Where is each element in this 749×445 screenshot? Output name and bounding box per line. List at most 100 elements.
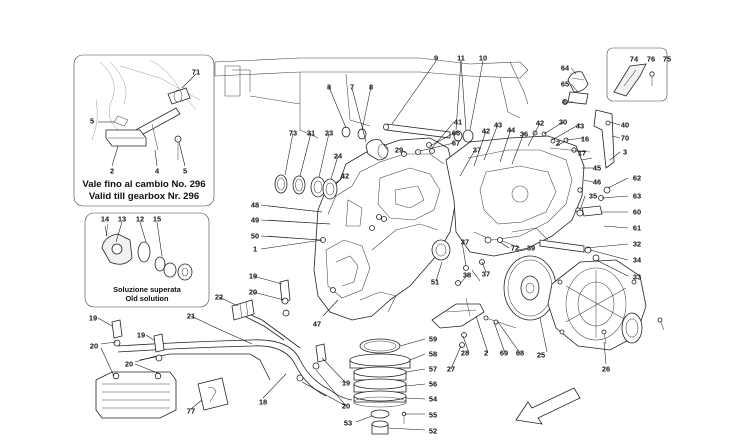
inset-bracket-drawing (613, 63, 655, 97)
callout-2-top: 2 (556, 139, 560, 148)
callout-36: 36 (520, 130, 528, 139)
bushes-11-10 (453, 129, 474, 143)
callout-66: 66 (452, 129, 460, 138)
callout-20-left: 20 (90, 342, 98, 351)
callout-29: 29 (395, 146, 403, 155)
bracket-70 (593, 109, 615, 169)
callout-20-right: 20 (342, 402, 350, 411)
callout-67: 67 (452, 139, 460, 148)
callout-8-right: 8 (369, 83, 373, 92)
gear-housing (445, 135, 585, 271)
callout-77: 77 (187, 407, 195, 416)
callout-53: 53 (344, 419, 352, 428)
callout-54: 54 (429, 395, 438, 404)
callout-41: 41 (454, 118, 462, 127)
callout-37-top: 37 (473, 146, 481, 155)
ring-8a (341, 126, 351, 138)
callout-16: 16 (581, 135, 589, 144)
callout-8-left: 8 (327, 83, 331, 92)
callout-50: 50 (251, 232, 259, 241)
callout-43-top: 43 (494, 121, 502, 130)
callout-19-mid: 19 (137, 331, 145, 340)
callout-34: 34 (633, 256, 642, 265)
callout-4: 4 (155, 167, 160, 176)
plugs-29-41-66-67 (401, 142, 435, 157)
callout-14: 14 (101, 215, 110, 224)
oil-tank-cap-64 (567, 71, 589, 93)
ring-gear-25 (503, 255, 557, 321)
note-old-solution-en: Old solution (125, 294, 169, 303)
callout-18: 18 (259, 398, 267, 407)
callout-40: 40 (621, 121, 629, 130)
clamp-22 (231, 299, 255, 321)
callout-51: 51 (431, 278, 439, 287)
inset-old-solution-drawing (101, 223, 193, 281)
callout-60: 60 (633, 208, 641, 217)
callout-19-right: 19 (342, 379, 350, 388)
callout-71: 71 (192, 68, 200, 77)
callout-6: 6 (563, 98, 567, 107)
rods-68-69 (483, 315, 517, 329)
callout-72: 72 (511, 244, 519, 253)
callout-47: 47 (313, 320, 321, 329)
callout-69: 69 (500, 349, 508, 358)
callout-19-top: 19 (249, 272, 257, 281)
oil-pipe-upper (139, 309, 301, 381)
callout-44: 44 (507, 126, 516, 135)
shaft-9 (383, 123, 451, 139)
callout-42-right: 42 (536, 119, 544, 128)
callout-46: 46 (593, 178, 601, 187)
callout-61: 61 (633, 224, 641, 233)
note-valid-until-en: Valid till gearbox Nr. 296 (89, 191, 199, 202)
callout-10: 10 (479, 54, 487, 63)
direction-arrow (515, 387, 581, 425)
fittings-19-20 (111, 279, 327, 382)
callout-5-right: 5 (183, 167, 187, 176)
note-valid-until-it: Vale fino al cambio No. 296 (82, 179, 205, 190)
callout-24: 24 (334, 152, 343, 161)
callout-43-right: 43 (576, 122, 584, 131)
callout-74: 74 (630, 55, 639, 64)
callout-33: 33 (633, 273, 641, 282)
callout-26: 26 (602, 365, 610, 374)
callout-9: 9 (434, 54, 438, 63)
callout-52: 52 (429, 427, 437, 436)
callout-23: 23 (325, 129, 333, 138)
seal-ring-26 (621, 312, 643, 344)
leader-lines (97, 60, 629, 431)
callout-20-mid: 20 (125, 360, 133, 369)
bolt-39-72 (479, 237, 521, 265)
callout-70: 70 (621, 134, 629, 143)
callout-2-inset: 2 (110, 167, 114, 176)
bolts-26 (601, 317, 665, 345)
note-old-solution-it: Soluzione superata (113, 285, 182, 294)
pins-27-28-38 (455, 280, 467, 348)
seal-ring-31 (292, 175, 306, 195)
callout-49: 49 (251, 216, 259, 225)
callout-55: 55 (429, 411, 437, 420)
callout-59: 59 (429, 335, 437, 344)
callout-57: 57 (429, 365, 437, 374)
gearbox-housing (313, 137, 457, 321)
callout-19-left: 19 (89, 314, 97, 323)
callout-5-left: 5 (90, 117, 94, 126)
callout-3: 3 (623, 148, 627, 157)
filter-stack (349, 338, 411, 435)
callout-39: 39 (527, 244, 535, 253)
callout-48: 48 (251, 201, 259, 210)
decal-77 (197, 377, 229, 411)
callout-30: 30 (559, 118, 567, 127)
callout-58: 58 (429, 350, 437, 359)
callout-22: 22 (215, 293, 223, 302)
callout-37-mid: 37 (461, 238, 469, 247)
callout-38: 38 (463, 271, 471, 280)
callout-11: 11 (457, 54, 465, 63)
inset-notes: Vale fino al cambio No. 296 Valid till g… (82, 179, 205, 303)
callout-17: 17 (578, 149, 586, 158)
callout-27: 27 (447, 365, 455, 374)
callout-65: 65 (561, 80, 569, 89)
clip-65 (567, 91, 589, 105)
shaft-32-34 (539, 239, 600, 262)
lever-17 (549, 147, 591, 153)
